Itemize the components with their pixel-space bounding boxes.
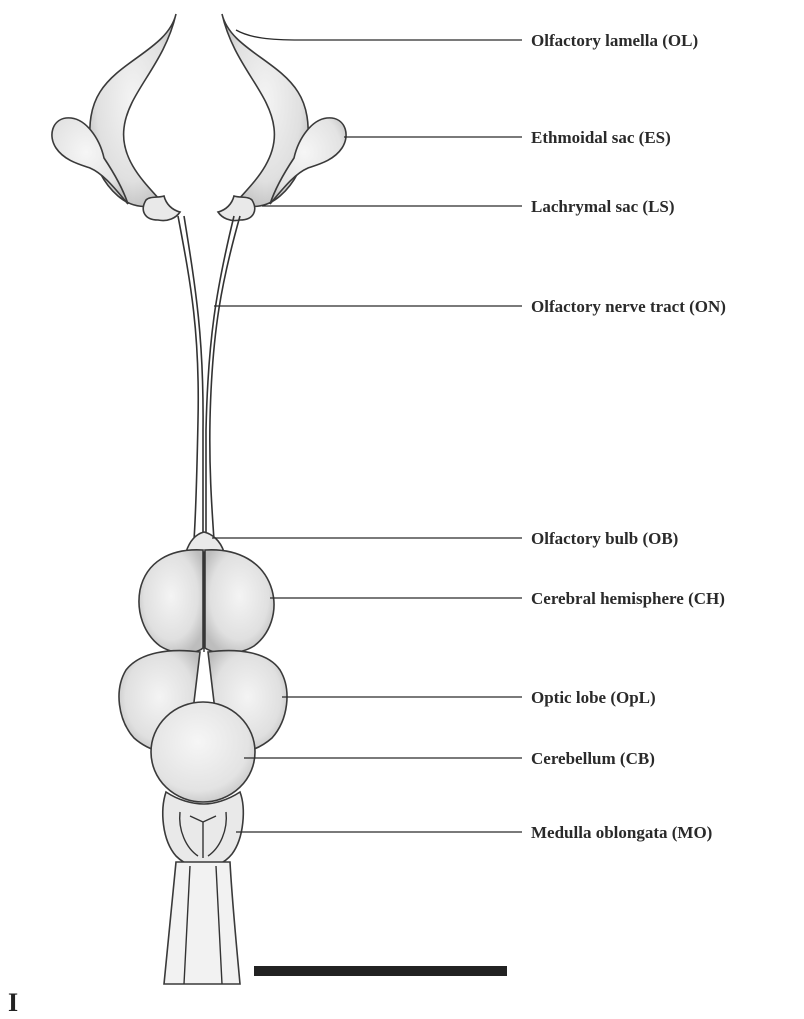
lachrymal-sac-left [143,196,180,221]
label-medulla-oblongata: Medulla oblongata (MO) [531,823,712,842]
label-cerebral-hemisphere: Cerebral hemisphere (CH) [531,589,725,608]
olfactory-lamella-right [222,14,308,206]
panel-letter: I [8,988,18,1017]
label-olfactory-bulb: Olfactory bulb (OB) [531,529,678,548]
label-ethmoidal-sac: Ethmoidal sac (ES) [531,128,671,147]
cerebellum [151,702,255,802]
olfactory-nerve-tract-left [178,216,198,540]
label-olfactory-lamella: Olfactory lamella (OL) [531,31,698,50]
label-olfactory-nerve-tract: Olfactory nerve tract (ON) [531,297,726,316]
scale-bar [254,966,507,976]
olfactory-lamella-left [90,14,176,206]
label-lachrymal-sac: Lachrymal sac (LS) [531,197,675,216]
olfactory-nerve-tract-right [210,216,240,540]
label-optic-lobe: Optic lobe (OpL) [531,688,656,707]
cerebral-hemisphere-right [205,550,274,653]
olfactory-nerve-tract-inner2 [206,216,234,540]
leader-ol [236,30,522,40]
lachrymal-sac-right [218,196,255,221]
olfactory-bulb [186,532,224,552]
spinal-cord [164,862,240,984]
cerebral-hemisphere-left [139,550,203,653]
label-cerebellum: Cerebellum (CB) [531,749,655,768]
